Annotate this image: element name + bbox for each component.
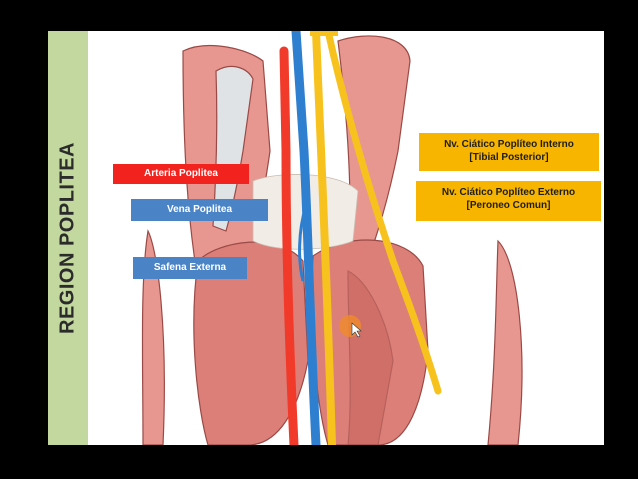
sartorius-muscle xyxy=(487,239,523,445)
popliteal-artery xyxy=(279,46,299,445)
label-safena-externa: Safena Externa xyxy=(133,257,247,279)
label-arteria-poplitea: Arteria Poplitea xyxy=(113,164,249,184)
popliteal-anatomy-illustration xyxy=(141,31,523,445)
tibial-nerve xyxy=(312,31,336,445)
label-ciatico-externo-line1: Nv. Ciático Poplíteo Externo xyxy=(441,187,576,198)
cursor-arrow-icon xyxy=(351,322,362,338)
label-ciatico-interno-line1: Nv. Ciático Poplíteo Interno xyxy=(444,139,574,150)
small-saphenous-vein xyxy=(298,205,308,282)
popliteal-vein xyxy=(291,31,321,445)
label-ciatico-interno-line2: [Tibial Posterior] xyxy=(469,152,549,163)
gastrocnemius-medial-head xyxy=(193,241,309,445)
nerves-group xyxy=(310,31,442,445)
muscles-group xyxy=(141,35,523,445)
slide: REGION POPLITEA xyxy=(48,31,604,445)
label-ciatico-externo: Nv. Ciático Poplíteo Externo [Peroneo Co… xyxy=(416,181,601,221)
common-peroneal-nerve xyxy=(324,31,442,395)
label-ciatico-externo-line2: [Peroneo Comun] xyxy=(466,200,551,211)
vessels-group xyxy=(279,31,321,445)
label-vena-poplitea: Vena Poplitea xyxy=(131,199,268,221)
label-ciatico-interno: Nv. Ciático Poplíteo Interno [Tibial Pos… xyxy=(419,133,599,171)
title-sidebar: REGION POPLITEA xyxy=(48,31,88,445)
